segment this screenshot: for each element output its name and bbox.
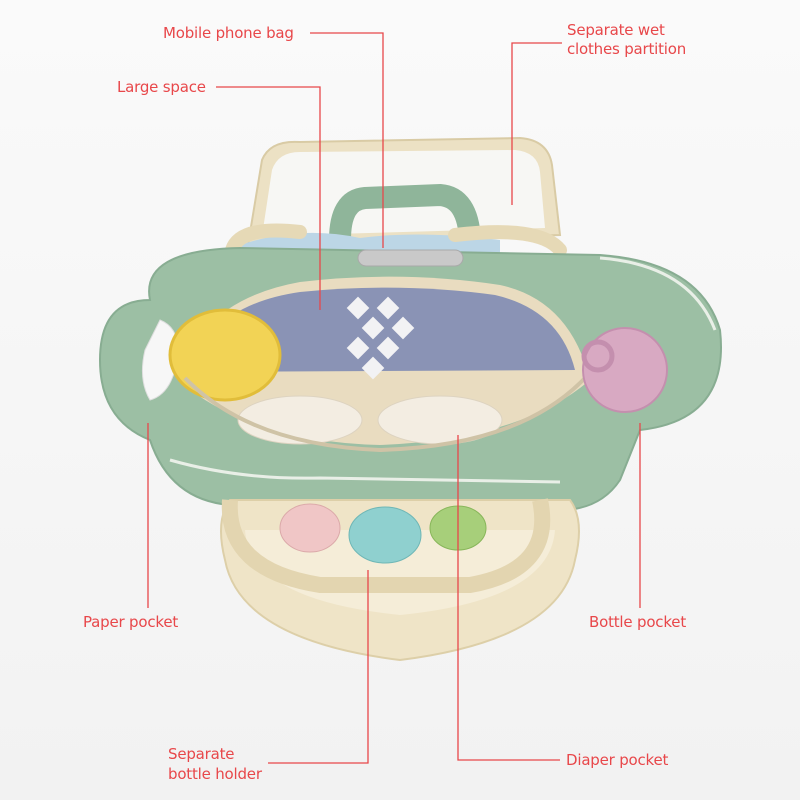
label-mobile-phone-bag: Mobile phone bag [163, 24, 294, 42]
pink-ball-bottle [582, 327, 668, 413]
label-diaper-pocket: Diaper pocket [566, 751, 669, 769]
phone-pocket-tag [357, 249, 464, 267]
front-flap-inner [245, 530, 555, 615]
leader-diaper-pocket [457, 435, 560, 761]
label-paper-pocket: Paper pocket [83, 613, 179, 631]
label-separate-bottle-line2: bottle holder [168, 765, 262, 783]
piping-right [599, 256, 717, 331]
bottle-ring [581, 339, 615, 373]
yellow-plate [168, 308, 282, 402]
leader-bottle-holder [268, 570, 369, 764]
leader-wet-partition [511, 42, 562, 205]
label-bottle-pocket: Bottle pocket [589, 613, 687, 631]
strap-right [448, 225, 567, 257]
zipper [183, 376, 587, 453]
label-separate-bottle-line1: Separate [168, 745, 235, 763]
top-handle [329, 183, 481, 251]
front-handle [221, 498, 551, 593]
leader-large-space [216, 86, 321, 310]
label-large-space: Large space [117, 78, 206, 96]
piping-bottom [169, 458, 561, 484]
label-separate-wet-line1: Separate wet [567, 21, 665, 39]
inner-blanket [190, 287, 575, 372]
label-separate-wet-line2: clothes partition [567, 40, 687, 58]
leader-mobile-phone-bag [310, 32, 384, 248]
strap-left [225, 223, 307, 257]
blanket-pattern [346, 296, 415, 380]
